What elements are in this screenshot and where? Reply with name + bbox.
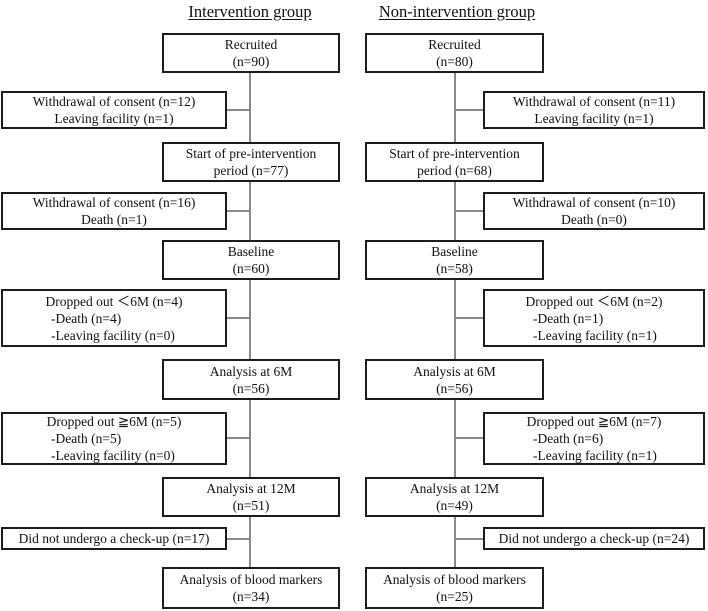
box-line: Leaving facility (n=1) [534, 111, 654, 126]
connector-intervention-no-checkup [225, 538, 250, 540]
box-line: -Leaving facility (n=1) [533, 327, 657, 343]
connector-intervention-dropped-after-6m [225, 437, 250, 439]
box-line: (n=60) [232, 261, 270, 276]
connector-non-intervention-dropped-before-6m [455, 317, 484, 319]
non-intervention-withdrawal-2-box: Withdrawal of consent (n=10) Death (n=0) [483, 192, 705, 230]
non-intervention-recruited-box: Recruited (n=80) [365, 33, 544, 73]
box-line: (n=56) [436, 380, 473, 396]
non-intervention-dropped-after-6m-box: Dropped out ≧6M (n=7) -Death (n=6) -Leav… [483, 412, 705, 465]
box-line: Start of pre-intervention [185, 146, 317, 161]
box-line: -Death (n=5) [51, 431, 122, 446]
non-intervention-baseline-box: Baseline (n=58) [365, 240, 544, 280]
intervention-column-title: Intervention group [188, 2, 312, 21]
box-line: Dropped out ≧6M (n=7) [526, 414, 662, 429]
intervention-flow-line [249, 73, 251, 567]
box-line: Analysis of blood markers [383, 572, 526, 587]
box-line: Start of pre-intervention [389, 146, 520, 161]
box-line: Death (n=1) [81, 212, 147, 227]
box-line: Withdrawal of consent (n=11) [512, 94, 676, 109]
box-line: (n=58) [436, 261, 473, 276]
box-line: Baseline [431, 244, 478, 259]
connector-non-intervention-withdrawal-1 [455, 109, 484, 111]
box-line: Baseline [227, 244, 275, 259]
box-line: Withdrawal of consent (n=12) [32, 94, 196, 109]
intervention-analysis-12m-box: Analysis at 12M (n=51) [162, 477, 340, 517]
box-line: Analysis at 6M [413, 363, 496, 379]
non-intervention-analysis-6m-box: Analysis at 6M (n=56) [365, 359, 544, 400]
intervention-no-checkup-box: Did not undergo a check-up (n=17) [1, 527, 227, 550]
non-intervention-no-checkup-box: Did not undergo a check-up (n=24) [483, 527, 705, 550]
box-line: (n=90) [232, 54, 270, 69]
box-line: period (n=77) [213, 163, 289, 178]
non-intervention-blood-markers-box: Analysis of blood markers (n=25) [365, 567, 544, 609]
box-line: Dropped out ＜6M (n=2) [525, 293, 663, 309]
box-line: (n=80) [436, 54, 473, 69]
non-intervention-column-title: Non-intervention group [378, 2, 536, 21]
intervention-recruited-box: Recruited (n=90) [162, 33, 340, 73]
box-line: -Death (n=4) [51, 310, 122, 326]
box-line: Dropped out ≧6M (n=5) [46, 414, 182, 429]
non-intervention-flow-line [454, 73, 456, 567]
box-line: Analysis at 6M [209, 363, 293, 379]
box-line: Leaving facility (n=1) [54, 111, 174, 126]
intervention-baseline-box: Baseline (n=60) [162, 240, 340, 280]
box-line: Withdrawal of consent (n=16) [32, 195, 196, 210]
box-line: -Leaving facility (n=1) [533, 448, 657, 463]
box-line: (n=25) [436, 589, 473, 604]
non-intervention-dropped-before-6m-box: Dropped out ＜6M (n=2) -Death (n=1) -Leav… [483, 289, 705, 347]
connector-intervention-withdrawal-2 [225, 210, 250, 212]
intervention-withdrawal-2-box: Withdrawal of consent (n=16) Death (n=1) [1, 192, 227, 230]
non-intervention-pre-intervention-box: Start of pre-intervention period (n=68) [365, 142, 544, 182]
box-line: Analysis of blood markers [179, 572, 323, 587]
box-line: period (n=68) [417, 163, 492, 178]
box-line: -Death (n=1) [533, 310, 604, 326]
box-line: (n=51) [232, 498, 270, 513]
intervention-withdrawal-1-box: Withdrawal of consent (n=12) Leaving fac… [1, 91, 227, 129]
intervention-blood-markers-box: Analysis of blood markers (n=34) [162, 567, 340, 609]
box-line: Death (n=0) [561, 212, 627, 227]
non-intervention-analysis-12m-box: Analysis at 12M (n=49) [365, 477, 544, 517]
intervention-dropped-before-6m-box: Dropped out ＜6M (n=4) -Death (n=4) -Leav… [1, 289, 227, 347]
box-line: -Leaving facility (n=0) [51, 327, 175, 343]
box-line: -Death (n=6) [533, 431, 604, 446]
box-line: Analysis at 12M [409, 481, 500, 496]
box-line: Recruited [428, 37, 481, 52]
box-line: Withdrawal of consent (n=10) [512, 195, 676, 210]
connector-non-intervention-withdrawal-2 [455, 210, 484, 212]
intervention-pre-intervention-box: Start of pre-intervention period (n=77) [162, 142, 340, 182]
box-line: -Leaving facility (n=0) [51, 448, 175, 463]
box-line: Recruited [224, 37, 278, 52]
box-line: (n=56) [232, 380, 270, 396]
connector-non-intervention-dropped-after-6m [455, 437, 484, 439]
connector-intervention-withdrawal-1 [225, 109, 250, 111]
connector-non-intervention-no-checkup [455, 538, 484, 540]
box-line: (n=49) [436, 498, 473, 513]
intervention-dropped-after-6m-box: Dropped out ≧6M (n=5) -Death (n=5) -Leav… [1, 412, 227, 465]
connector-intervention-dropped-before-6m [225, 317, 250, 319]
box-line: Dropped out ＜6M (n=4) [45, 293, 183, 309]
box-line: Did not undergo a check-up (n=24) [498, 531, 690, 546]
intervention-analysis-6m-box: Analysis at 6M (n=56) [162, 359, 340, 400]
box-line: Analysis at 12M [206, 481, 296, 496]
box-line: (n=34) [232, 589, 270, 604]
non-intervention-withdrawal-1-box: Withdrawal of consent (n=11) Leaving fac… [483, 91, 705, 129]
box-line: Did not undergo a check-up (n=17) [18, 531, 210, 546]
